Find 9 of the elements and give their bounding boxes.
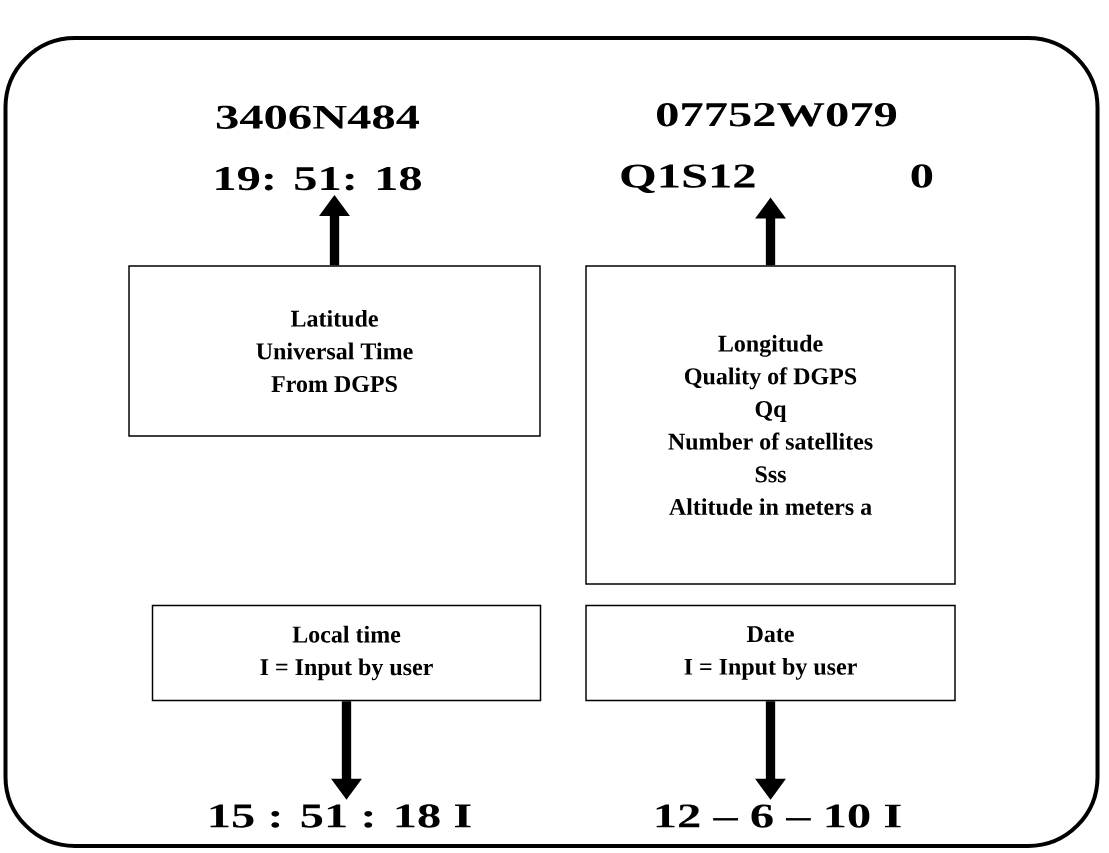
data-readout: 3406N484 19: 51: 18 [216,105,421,191]
text-box: Longitude Quality of DGPS Qq Number of satellites Sss Altitude in meters a [585,265,956,585]
text-box: Latitude Universal Time From DGPS [128,265,541,437]
text-box: Date I = Input by user [585,604,956,702]
data-readout: 12 – 6 – 10 I [656,804,901,828]
text-box: Local time I = Input by user [151,604,542,702]
data-readout: 15 : 51 : 18 I [210,804,471,828]
rounded-frame [3,36,1100,848]
data-readout: 07752W079 Q1S12 0 [621,103,933,193]
